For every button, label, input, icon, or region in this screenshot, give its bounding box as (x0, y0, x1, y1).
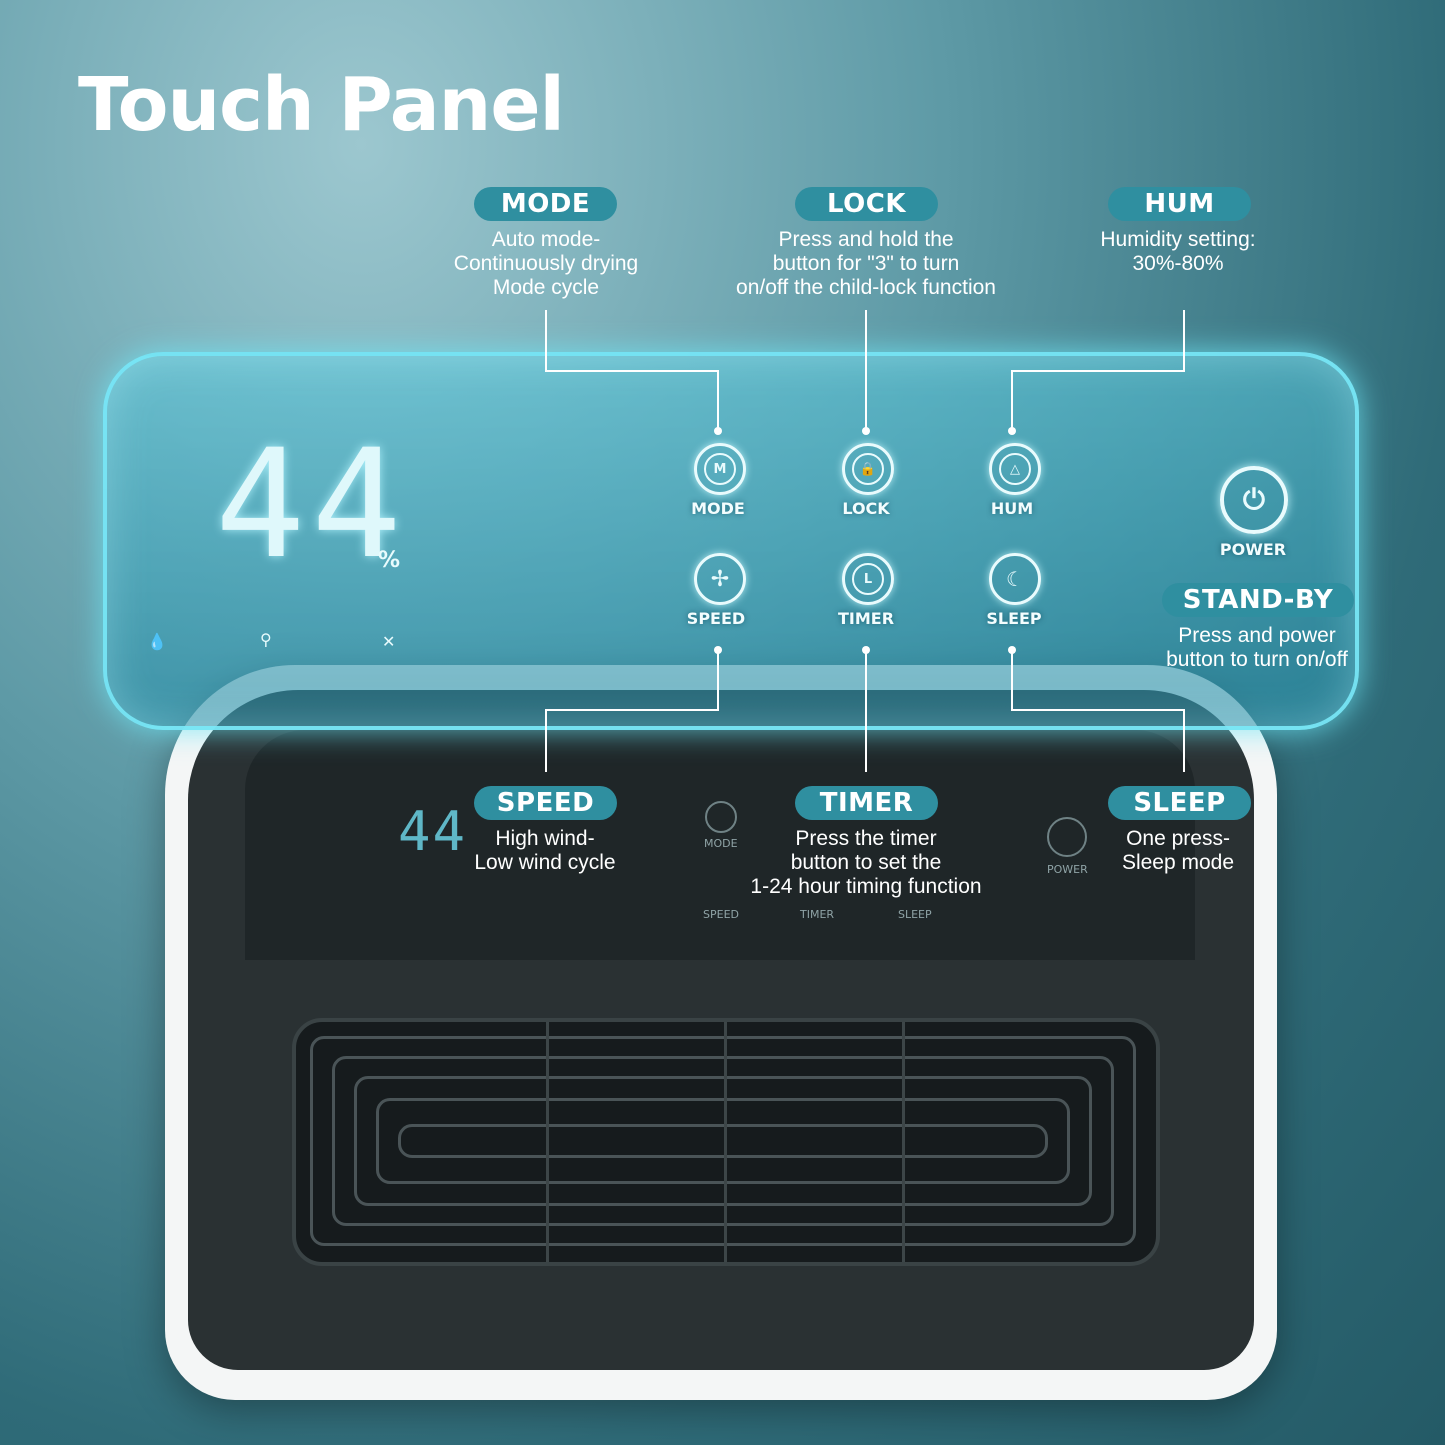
hum-callout-tag: HUM (1108, 187, 1251, 221)
timer-icon: L (852, 563, 884, 595)
timer-callout-desc: Press the timer button to set the 1-24 h… (750, 827, 982, 898)
device-timer-label: TIMER (800, 908, 835, 921)
speed-callout-tag: SPEED (474, 786, 617, 820)
speed-button-label: SPEED (686, 609, 746, 628)
sleep-icon: ☾ (1006, 567, 1024, 591)
fan-icon: ✢ (710, 566, 730, 592)
device-power-label: POWER (1047, 863, 1088, 876)
fan-low-icon: ⚲ (260, 630, 272, 649)
humidity-display: 44 (215, 418, 408, 592)
device-humidity-readout: 44 (398, 800, 468, 863)
device-sleep-label: SLEEP (898, 908, 932, 921)
hum-button-label: HUM (990, 499, 1034, 518)
timer-button[interactable]: L (842, 553, 894, 605)
page-title: Touch Panel (78, 62, 565, 148)
timer-button-label: TIMER (837, 609, 895, 628)
power-button[interactable]: ⏻ (1220, 466, 1288, 534)
mode-callout-desc: Auto mode- Continuously drying Mode cycl… (453, 228, 639, 299)
lock-button-label: LOCK (842, 499, 890, 518)
water-drop-icon: 💧 (147, 632, 167, 651)
timer-callout-tag: TIMER (795, 786, 938, 820)
power-button-label: POWER (1219, 540, 1287, 559)
device-mode-label: MODE (704, 837, 738, 850)
power-icon: ⏻ (1242, 483, 1266, 516)
lock-callout-tag: LOCK (795, 187, 938, 221)
device-control-area (245, 730, 1195, 960)
mode-button-label: MODE (691, 499, 745, 518)
device-speed-label: SPEED (703, 908, 739, 921)
mode-callout-tag: MODE (474, 187, 617, 221)
lock-icon: 🔒 (852, 453, 884, 485)
sleep-button-label: SLEEP (986, 609, 1042, 628)
device-power-icon (1047, 817, 1087, 857)
sleep-callout-tag: SLEEP (1108, 786, 1251, 820)
sleep-button[interactable]: ☾ (989, 553, 1041, 605)
sleep-callout-desc: One press- Sleep mode (1121, 827, 1235, 874)
device-mode-icon (705, 801, 737, 833)
fan-high-icon: ✕ (382, 632, 396, 651)
speed-button[interactable]: ✢ (694, 553, 746, 605)
mode-icon: M (704, 453, 736, 485)
touch-panel-magnified (103, 352, 1359, 730)
mode-button[interactable]: M (694, 443, 746, 495)
speed-callout-desc: High wind- Low wind cycle (474, 827, 616, 874)
lock-callout-desc: Press and hold the button for "3" to tur… (736, 228, 996, 299)
hum-callout-desc: Humidity setting: 30%-80% (1100, 228, 1256, 275)
standby-callout-desc: Press and power button to turn on/off (1166, 624, 1348, 671)
standby-callout-tag: STAND-BY (1162, 583, 1354, 617)
lock-button[interactable]: 🔒 (842, 443, 894, 495)
humidity-unit: % (378, 548, 401, 573)
hum-button[interactable]: △ (989, 443, 1041, 495)
humidity-icon: △ (999, 453, 1031, 485)
air-outlet-grille (292, 1018, 1160, 1266)
